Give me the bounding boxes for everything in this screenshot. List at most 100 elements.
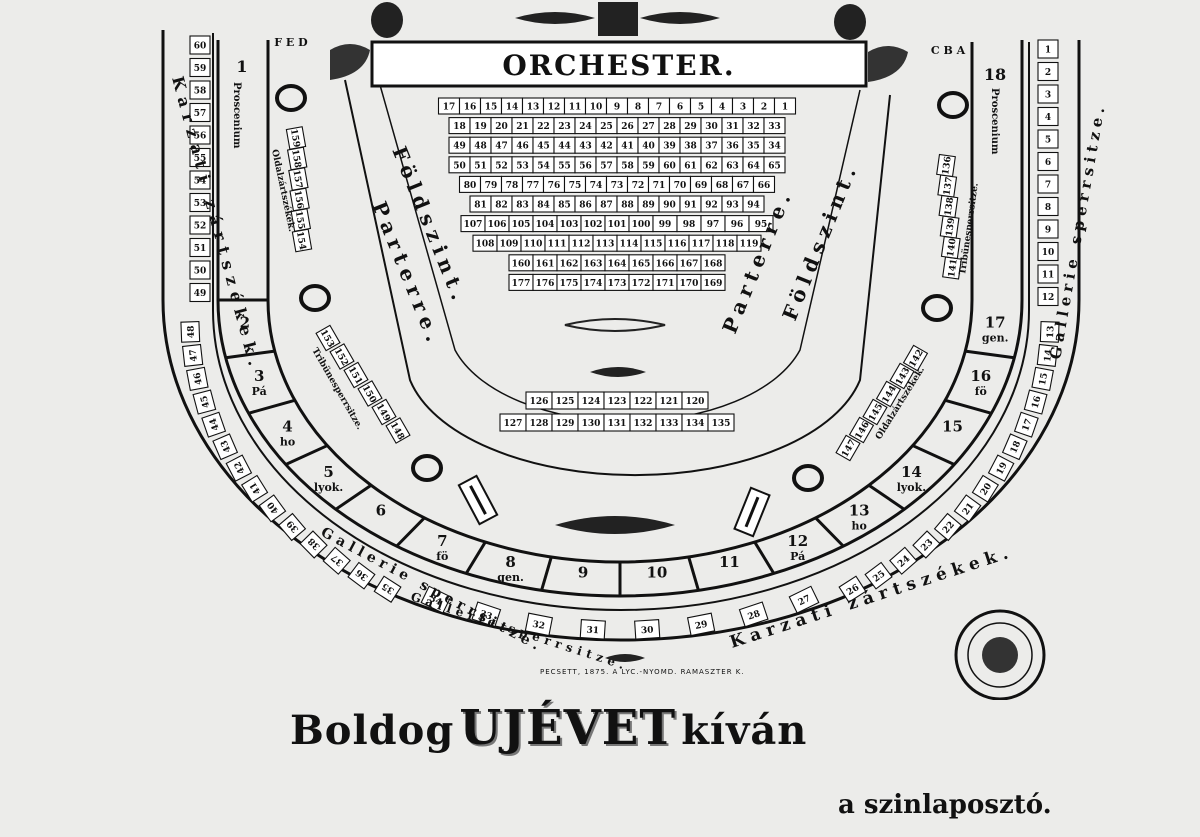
svg-text:171: 171 bbox=[656, 279, 675, 289]
parquet-seat: 15 bbox=[479, 97, 503, 115]
parquet-seat: 12 bbox=[542, 97, 566, 115]
svg-text:141: 141 bbox=[947, 258, 960, 278]
gallery-seat-right: 7 bbox=[1037, 174, 1059, 194]
parquet-seat: 48 bbox=[469, 136, 492, 154]
rear-seat: 125 bbox=[551, 391, 579, 410]
svg-text:52: 52 bbox=[495, 161, 508, 171]
parquet-seat: 171 bbox=[652, 273, 678, 291]
gallery-seat-right: 5 bbox=[1037, 129, 1059, 149]
side-seat-right: 137 bbox=[937, 174, 958, 198]
parquet-seat: 72 bbox=[626, 175, 650, 193]
svg-text:31: 31 bbox=[726, 122, 739, 132]
parquet-seat: 21 bbox=[511, 117, 534, 135]
gallery-seat-right: 11 bbox=[1037, 264, 1059, 284]
svg-text:137: 137 bbox=[942, 176, 955, 196]
gallery-seat-left: 45 bbox=[192, 389, 217, 415]
svg-text:122: 122 bbox=[634, 397, 653, 407]
parquet-seat: 55 bbox=[553, 156, 576, 174]
svg-text:21: 21 bbox=[516, 122, 529, 132]
parquet-seat: 110 bbox=[520, 234, 546, 252]
svg-text:111: 111 bbox=[548, 240, 567, 250]
side-seat-right: 140 bbox=[940, 235, 961, 260]
box-divider bbox=[753, 541, 776, 575]
parquet-seat: 54 bbox=[532, 156, 555, 174]
svg-text:162: 162 bbox=[560, 259, 579, 269]
parquet-seat: 170 bbox=[676, 273, 702, 291]
gallery-seat-left: 36 bbox=[347, 561, 376, 590]
parquet-seat: 8 bbox=[626, 97, 650, 115]
svg-text:169: 169 bbox=[704, 279, 723, 289]
box-word: lyok. bbox=[314, 481, 343, 494]
svg-text:33: 33 bbox=[478, 609, 493, 622]
parquet-seat: 164 bbox=[604, 254, 630, 272]
svg-text:16: 16 bbox=[464, 103, 477, 113]
parquet-seat: 113 bbox=[592, 234, 618, 252]
box-divider bbox=[334, 484, 372, 511]
headline: Boldog UJÉVET kíván bbox=[290, 700, 990, 756]
svg-text:47: 47 bbox=[188, 349, 199, 363]
svg-text:176: 176 bbox=[536, 279, 555, 289]
svg-text:109: 109 bbox=[500, 240, 519, 250]
parquet-seat: 78 bbox=[500, 175, 524, 193]
svg-text:19: 19 bbox=[474, 122, 487, 132]
svg-text:18: 18 bbox=[1009, 440, 1023, 455]
gallery-seat-right: 25 bbox=[864, 561, 893, 590]
parquet-seat: 99 bbox=[652, 215, 678, 233]
svg-text:167: 167 bbox=[680, 259, 699, 269]
parquet-seat: 109 bbox=[496, 234, 522, 252]
svg-text:107: 107 bbox=[464, 220, 483, 230]
parquet-seat: 19 bbox=[469, 117, 492, 135]
svg-text:110: 110 bbox=[524, 240, 543, 250]
svg-text:6: 6 bbox=[677, 103, 683, 113]
parquet-seat: 42 bbox=[595, 136, 618, 154]
tribune-seat-left: 151 bbox=[343, 361, 369, 389]
svg-text:48: 48 bbox=[187, 325, 197, 338]
parquet-seat: 26 bbox=[616, 117, 639, 135]
gallery-seat-left: 50 bbox=[189, 260, 211, 280]
rear-seat: 120 bbox=[681, 391, 709, 410]
svg-text:14: 14 bbox=[506, 103, 519, 113]
parquet-seat: 76 bbox=[542, 175, 566, 193]
tribune-seat-left: 149 bbox=[371, 398, 397, 426]
svg-text:89: 89 bbox=[642, 201, 655, 211]
gallery-seat-left: 58 bbox=[189, 80, 211, 100]
svg-text:85: 85 bbox=[558, 201, 571, 211]
svg-text:43: 43 bbox=[219, 438, 233, 453]
rear-seat: 126 bbox=[525, 391, 553, 410]
svg-text:90: 90 bbox=[663, 201, 676, 211]
side-seat-left: 154 bbox=[291, 228, 313, 253]
svg-text:5: 5 bbox=[698, 103, 704, 113]
parquet-seat: 87 bbox=[595, 195, 618, 213]
parquet-seat: 103 bbox=[556, 215, 582, 233]
side-seat-right: 138 bbox=[938, 194, 959, 219]
parquet-seat: 115 bbox=[640, 234, 666, 252]
svg-text:58: 58 bbox=[194, 87, 207, 97]
svg-text:51: 51 bbox=[474, 161, 487, 171]
parquet-seat: 161 bbox=[532, 254, 558, 272]
gallery-seat-bottom: 27 bbox=[788, 585, 820, 614]
svg-text:70: 70 bbox=[674, 181, 687, 191]
parquet-seat: 32 bbox=[742, 117, 765, 135]
svg-text:45: 45 bbox=[537, 142, 550, 152]
svg-text:30: 30 bbox=[705, 122, 718, 132]
gallery-outer-outline bbox=[161, 30, 1081, 642]
svg-text:119: 119 bbox=[740, 240, 759, 250]
parquet-seat: 18 bbox=[448, 117, 471, 135]
gallery-seat-left: 49 bbox=[189, 282, 211, 303]
ornament-left-flourish bbox=[330, 44, 370, 80]
gallery-bottom-right: Karzati zártszékek. bbox=[727, 542, 1016, 653]
parquet-seat: 84 bbox=[532, 195, 555, 213]
svg-text:79: 79 bbox=[485, 181, 498, 191]
svg-text:83: 83 bbox=[516, 201, 529, 211]
svg-text:57: 57 bbox=[194, 109, 207, 119]
svg-text:166: 166 bbox=[656, 259, 675, 269]
tribune-seat-right: 144 bbox=[875, 380, 902, 408]
parquet-seat: 64 bbox=[742, 156, 765, 174]
gallery-seat-right: 10 bbox=[1037, 241, 1059, 262]
gallery-seat-left: 51 bbox=[189, 237, 211, 258]
svg-text:59: 59 bbox=[642, 161, 655, 171]
parquet-seat: 102 bbox=[580, 215, 606, 233]
parquet-seat: 50 bbox=[448, 156, 471, 174]
gallery-seat-right: 8 bbox=[1037, 196, 1059, 217]
parquet-seat: 25 bbox=[595, 117, 618, 135]
